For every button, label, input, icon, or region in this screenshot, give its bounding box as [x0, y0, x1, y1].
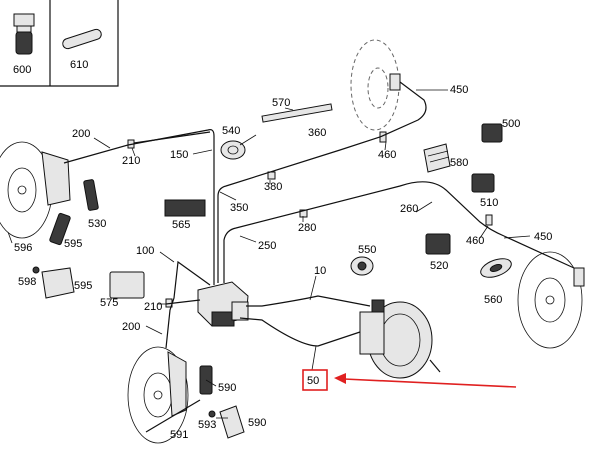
callout-596: 596 [14, 242, 32, 254]
highlight-arrow-line [343, 378, 517, 388]
callout-380: 380 [264, 181, 282, 193]
part-570-icon [261, 103, 333, 123]
brake-lines [63, 81, 575, 433]
callout-565: 565 [172, 219, 190, 231]
rear-right-brake-disc-icon [350, 39, 401, 131]
callout-593: 593 [198, 419, 216, 431]
callout-260: 260 [400, 203, 418, 215]
callout-520: 520 [430, 260, 448, 272]
leader-lines [7, 89, 531, 419]
hydraulic-unit-icon [197, 281, 249, 327]
front-left-brake-disc-icon [0, 141, 71, 239]
brake-booster-icon [359, 299, 441, 379]
callout-540: 540 [222, 125, 240, 137]
callout-50: 50 [307, 375, 319, 387]
callout-550: 550 [358, 244, 376, 256]
callout-575: 575 [100, 297, 118, 309]
part-590b-icon [219, 405, 245, 439]
part-600-bolt-icon [13, 13, 35, 55]
part-580-icon [423, 143, 451, 173]
callout-598: 598 [18, 276, 36, 288]
callout-10: 10 [314, 265, 326, 277]
part-565-icon [164, 199, 206, 217]
callout-200a: 200 [72, 128, 90, 140]
callout-280: 280 [298, 222, 316, 234]
highlight-callout-50: 50 [302, 369, 517, 391]
front-right-brake-disc-icon [127, 346, 189, 444]
callout-595a: 595 [64, 238, 82, 250]
callout-460a: 460 [378, 149, 396, 161]
callout-570: 570 [272, 97, 290, 109]
callout-510: 510 [480, 197, 498, 209]
callout-460b: 460 [466, 235, 484, 247]
callout-450b: 450 [534, 231, 552, 243]
callout-590a: 590 [218, 382, 236, 394]
callout-200b: 200 [122, 321, 140, 333]
part-560-icon [480, 258, 512, 278]
callout-100: 100 [136, 245, 154, 257]
callout-350: 350 [230, 202, 248, 214]
part-595a-icon [49, 212, 71, 246]
part-540-icon [220, 140, 246, 160]
callout-210b: 210 [144, 301, 162, 313]
part-530-icon [83, 179, 99, 211]
part-550-icon [350, 256, 374, 276]
part-598-icon [32, 266, 40, 274]
callout-580: 580 [450, 157, 468, 169]
callout-595b: 595 [74, 280, 92, 292]
callout-560: 560 [484, 294, 502, 306]
callout-450a: 450 [450, 84, 468, 96]
part-520-icon [425, 233, 451, 255]
part-595b-icon [41, 267, 75, 299]
callout-530: 530 [88, 218, 106, 230]
label-610: 610 [70, 59, 88, 71]
rear-left-brake-disc-icon [517, 251, 585, 349]
part-510-icon [471, 173, 495, 193]
callout-360: 360 [308, 127, 326, 139]
label-600: 600 [13, 64, 31, 76]
highlight-arrow-head [334, 373, 346, 384]
callout-591: 591 [170, 429, 188, 441]
callout-250: 250 [258, 240, 276, 252]
part-575-icon [109, 271, 145, 299]
part-500-icon [481, 123, 503, 143]
highlight-box [302, 369, 328, 391]
part-593-icon [208, 410, 216, 418]
callout-210a: 210 [122, 155, 140, 167]
part-610-sleeve-icon [62, 28, 102, 50]
callout-500: 500 [502, 118, 520, 130]
callout-590b: 590 [248, 417, 266, 429]
callouts: 450 570 500 540 360 200 210 150 460 580 … [14, 84, 552, 441]
inset-box [0, 0, 119, 87]
callout-150: 150 [170, 149, 188, 161]
